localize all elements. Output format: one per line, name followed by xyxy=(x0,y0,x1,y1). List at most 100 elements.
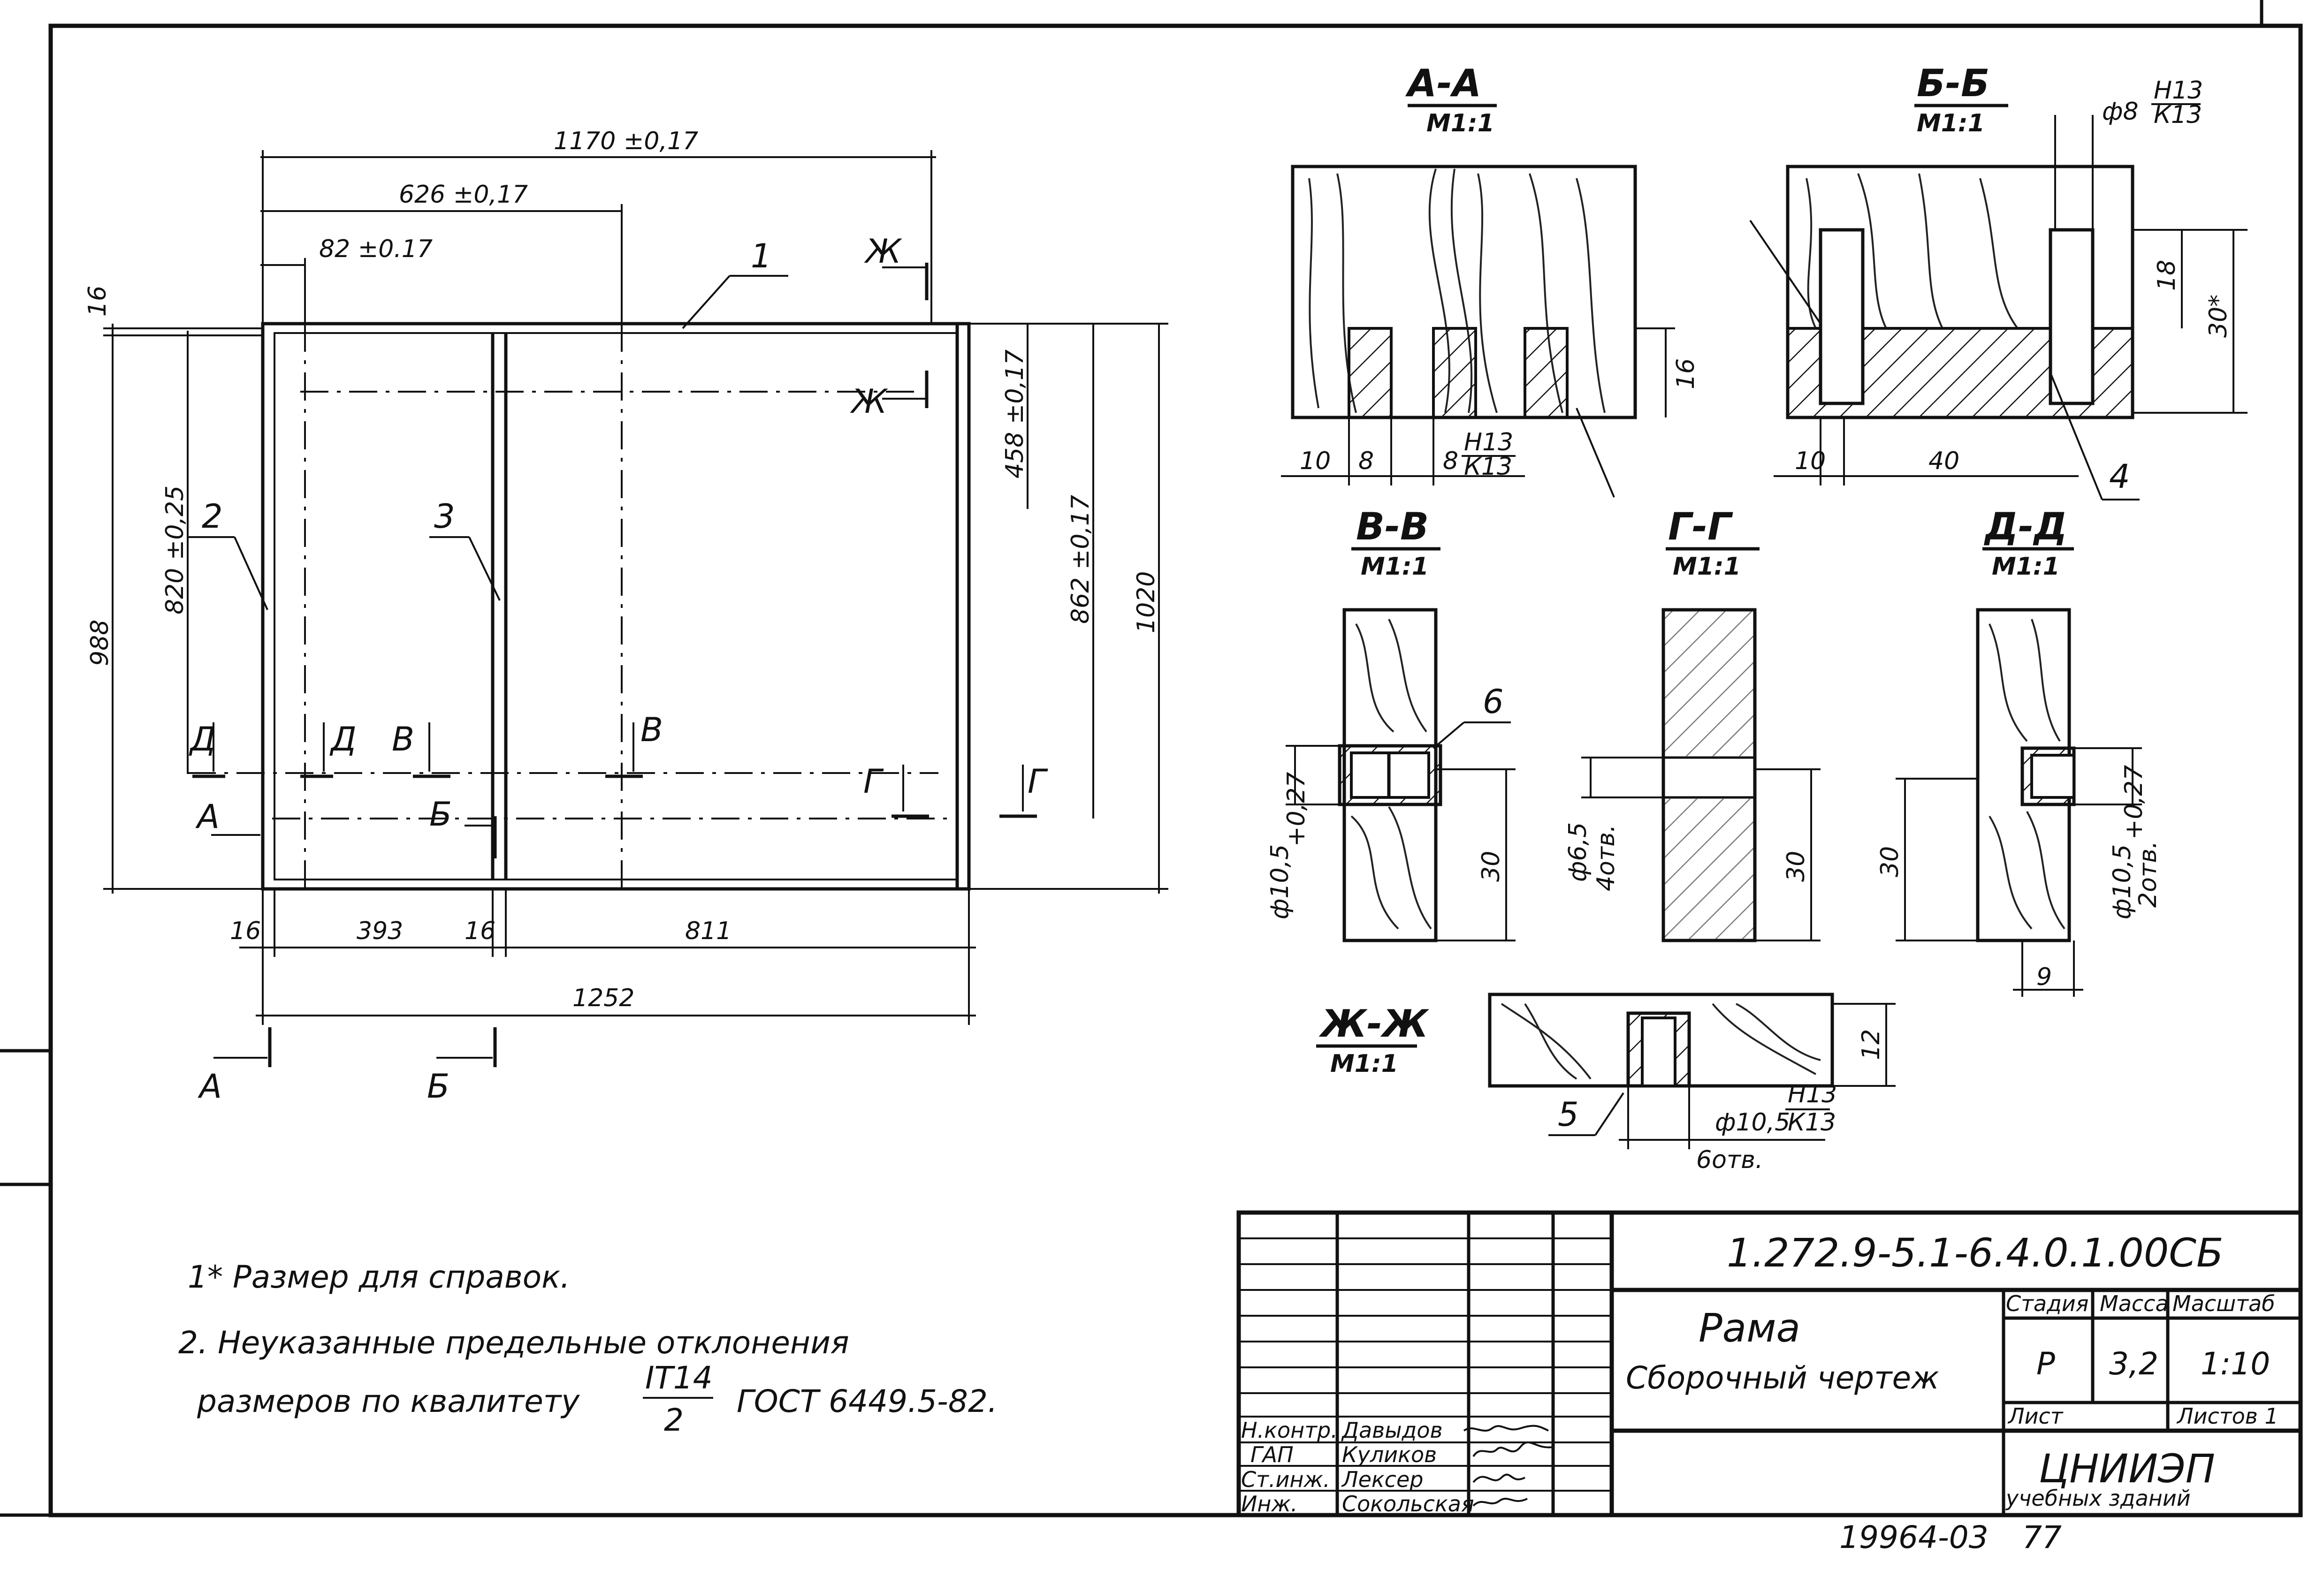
section-dd-title: Д-Д xyxy=(1983,505,2067,548)
section-gg-scale: М1:1 xyxy=(1673,553,1741,581)
role-0: Н.контр. xyxy=(1241,1418,1338,1443)
section-dd-scale: М1:1 xyxy=(1992,553,2060,581)
drawing-name: Рама xyxy=(1699,1305,1800,1351)
callout-3: 3 xyxy=(434,497,455,536)
cut-zh-top: Ж xyxy=(864,232,902,271)
section-aa-dim-16: 16 xyxy=(1672,358,1700,389)
section-vv-dim-30: 30 xyxy=(1477,851,1505,882)
dim-393: 393 xyxy=(357,917,403,945)
plan-view xyxy=(188,322,971,891)
signature-1 xyxy=(1472,1441,1554,1457)
plan-callouts: 1 2 3 xyxy=(188,237,788,610)
cut-g-left: Г xyxy=(863,762,884,801)
cut-b-bottom: Б xyxy=(427,1067,450,1106)
section-zz: Ж-Ж М1:1 12 5 ф10,5 Н13 К13 6отв. xyxy=(1316,993,1896,1174)
dim-458: 458 ±0,17 xyxy=(1001,349,1029,478)
footer-code: 19964-03 xyxy=(1839,1519,1989,1555)
dim-1170: 1170 ±0,17 xyxy=(554,127,698,155)
plan-top-dimensions: 1170 ±0,17 626 ±0,17 82 ±0.17 xyxy=(260,127,936,324)
footer-page: 77 xyxy=(2022,1519,2062,1555)
section-zz-count: 6отв. xyxy=(1696,1146,1763,1174)
sheets-label: Листов 1 xyxy=(2176,1403,2278,1429)
section-zz-dim-12: 12 xyxy=(1857,1029,1885,1060)
notes: 1* Размер для справок. 2. Неуказанные пр… xyxy=(178,1259,998,1438)
section-zz-title: Ж-Ж xyxy=(1318,1002,1429,1046)
title-block-text: 1.272.9-5.1-6.4.0.1.00СБ Рама Сборочный … xyxy=(1241,1230,2278,1517)
section-gg: Г-Г М1:1 ф6,5 4отв. 30 xyxy=(1564,505,1821,942)
section-aa-dim-8b: 8 xyxy=(1443,447,1458,475)
section-bb-dim-40: 40 xyxy=(1928,447,1959,475)
section-aa-scale: М1:1 xyxy=(1426,109,1494,137)
section-zz-fit-num: Н13 xyxy=(1788,1080,1837,1108)
section-zz-dia: ф10,5 xyxy=(1715,1108,1790,1137)
section-bb-fit-den: К13 xyxy=(2154,101,2202,129)
cut-d-left: Д xyxy=(189,720,216,758)
section-aa-dim-8a: 8 xyxy=(1358,447,1374,475)
section-dd-dim-9: 9 xyxy=(2036,963,2052,991)
cut-a-bottom: А xyxy=(198,1067,222,1106)
role-3: Инж. xyxy=(1241,1491,1298,1517)
dim-82: 82 ±0.17 xyxy=(319,235,433,263)
stage-value: Р xyxy=(2036,1346,2055,1382)
plan-left-dimensions: 988 820 ±0,25 16 xyxy=(84,286,263,894)
plan-right-dimensions: 458 ±0,17 862 ±0,17 1020 xyxy=(969,323,1168,894)
section-dd: Д-Д М1:1 30 ф10,5 +0,27 2отв. 9 xyxy=(1876,505,2162,997)
cut-g-right: Г xyxy=(1028,762,1048,801)
section-dd-tol: +0,27 xyxy=(2120,765,2148,840)
cut-a-mid: А xyxy=(195,797,220,836)
name-0: Давыдов xyxy=(1341,1418,1443,1443)
col-stage: Стадия xyxy=(2006,1291,2088,1316)
dim-16-left: 16 xyxy=(230,917,261,945)
cut-v-left: В xyxy=(392,720,414,758)
dim-1252: 1252 xyxy=(572,984,634,1012)
dim-811: 811 xyxy=(685,917,731,945)
name-1: Куликов xyxy=(1342,1442,1437,1467)
org-name: ЦНИИЭП xyxy=(2039,1446,2215,1492)
section-zz-callout-5: 5 xyxy=(1558,1095,1579,1134)
org-subtitle: учебных зданий xyxy=(2005,1486,2191,1511)
section-bb-fit-num: Н13 xyxy=(2154,76,2203,105)
cut-zh-mid: Ж xyxy=(850,382,888,421)
dim-16-top: 16 xyxy=(84,286,112,317)
footer: 19964-03 77 xyxy=(1839,1519,2062,1555)
name-3: Сокольская xyxy=(1342,1491,1474,1517)
section-bb-fit-dia: ф8 xyxy=(2102,98,2139,126)
note-2: 2. Неуказанные предельные отклонения xyxy=(178,1325,849,1361)
section-gg-dia: ф6,5 xyxy=(1564,822,1592,882)
section-gg-title: Г-Г xyxy=(1668,505,1733,548)
dim-820: 820 ±0,25 xyxy=(161,485,189,614)
role-1: ГАП xyxy=(1250,1442,1294,1467)
note-3a: размеров по квалитету xyxy=(197,1383,580,1419)
note-1: 1* Размер для справок. xyxy=(188,1259,570,1295)
section-bb: Б-Б М1:1 ф8 Н13 К13 10 40 18 30* 4 xyxy=(1749,61,2248,501)
section-zz-scale: М1:1 xyxy=(1330,1050,1398,1078)
section-gg-count: 4отв. xyxy=(1592,825,1620,891)
cut-d-right: Д xyxy=(329,720,357,758)
section-bb-title: Б-Б xyxy=(1917,61,1989,105)
col-scale: Масштаб xyxy=(2172,1291,2275,1316)
drawing-type: Сборочный чертеж xyxy=(1626,1360,1939,1396)
callout-1: 1 xyxy=(751,237,772,275)
name-2: Лексер xyxy=(1341,1467,1423,1492)
callout-2: 2 xyxy=(202,497,223,536)
signature-0 xyxy=(1463,1425,1549,1432)
dim-862: 862 ±0,17 xyxy=(1067,495,1095,624)
section-dd-dia: ф10,5 xyxy=(2108,844,2136,919)
dim-626: 626 ±0,17 xyxy=(399,181,528,209)
section-dd-dim-30: 30 xyxy=(1876,846,1904,877)
section-vv-title: В-В xyxy=(1356,505,1429,548)
cut-v-right: В xyxy=(640,711,663,749)
note-frac-num: IT14 xyxy=(645,1360,713,1396)
mass-value: 3,2 xyxy=(2109,1346,2158,1382)
note-3b: ГОСТ 6449.5-82. xyxy=(737,1383,998,1419)
col-mass: Масса xyxy=(2100,1291,2169,1316)
section-aa-fit-den: К13 xyxy=(1464,453,1512,481)
cut-b-mid: Б xyxy=(429,795,452,834)
section-vv-callout-6: 6 xyxy=(1483,683,1504,721)
section-bb-dim-30: 30* xyxy=(2204,295,2233,338)
plan-cut-marks: Ж Ж Д Д В В Г Г А Б А Б xyxy=(189,232,1048,1106)
plan-bottom-dimensions: 16 393 16 811 1252 xyxy=(230,889,976,1025)
sheet-label: Лист xyxy=(2007,1403,2064,1429)
section-aa-title: А-А xyxy=(1405,61,1481,105)
